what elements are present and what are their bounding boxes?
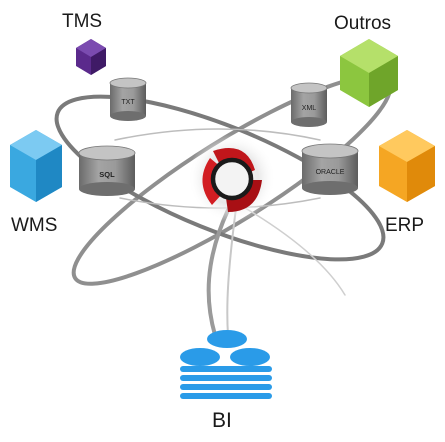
tms-label: TMS (62, 11, 103, 32)
tms-cube-icon (76, 39, 106, 75)
wms-label: WMS (11, 215, 58, 236)
erp-cube-icon (379, 130, 435, 202)
txt-database-icon: TXT (109, 77, 147, 121)
bi-label: BI (212, 409, 232, 432)
outros-cube-icon (340, 39, 398, 107)
erp-label: ERP (385, 215, 425, 236)
xml-database-icon: XML (290, 82, 328, 127)
sql-database-label: SQL (99, 170, 115, 179)
sql-database-icon: SQL (78, 145, 136, 196)
bi-stacked-database-icon (180, 330, 272, 399)
integration-hub-logo-icon (188, 134, 276, 222)
xml-database-label: XML (302, 105, 317, 112)
oracle-database-icon: ORACLE (301, 143, 359, 195)
wms-cube-icon (10, 130, 62, 202)
oracle-database-label: ORACLE (316, 169, 345, 176)
txt-database-label: TXT (121, 99, 135, 106)
outros-label: Outros (334, 13, 392, 34)
